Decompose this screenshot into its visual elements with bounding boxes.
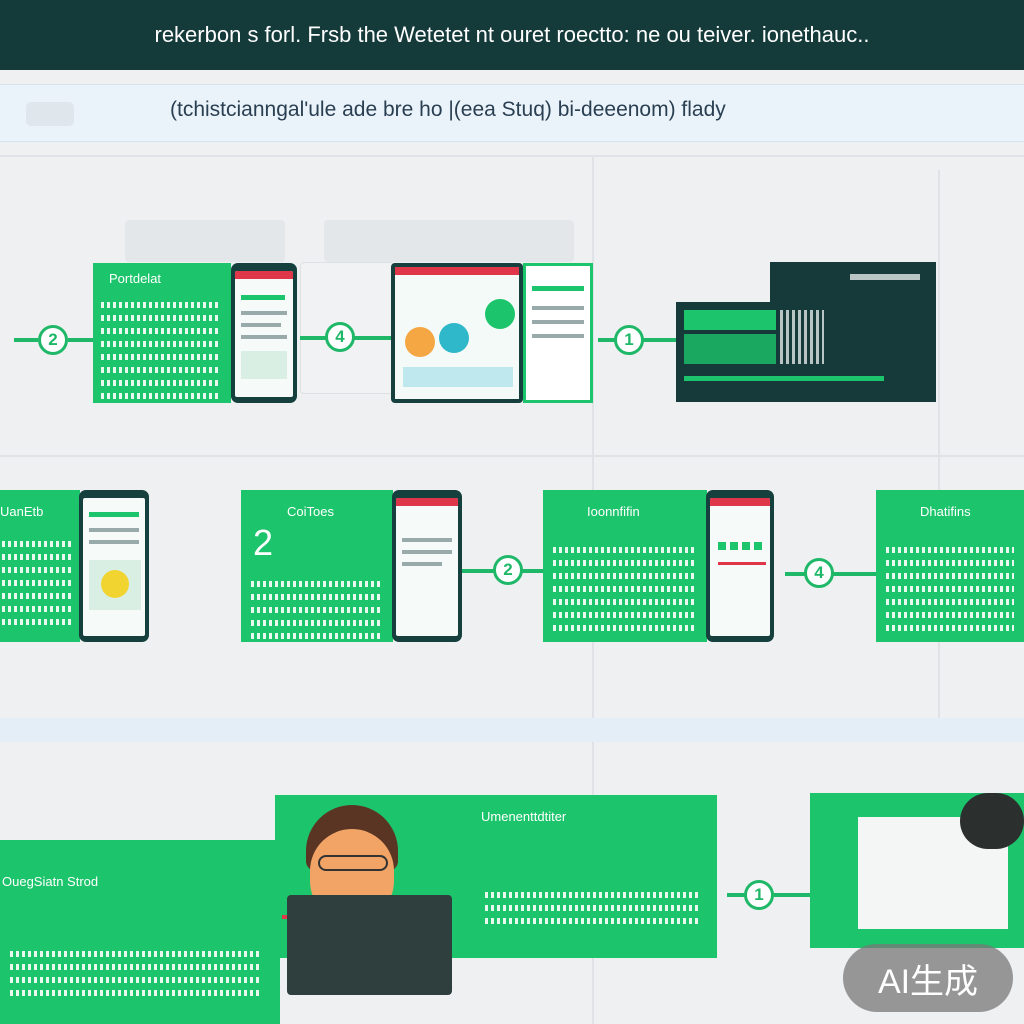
app-window [391, 263, 523, 403]
phone-mockup [79, 490, 149, 642]
card-title: Dhatifins [920, 504, 971, 519]
step-node: 2 [493, 555, 523, 585]
step-node: 4 [325, 322, 355, 352]
phone-mockup [231, 263, 297, 403]
background-panel [324, 220, 574, 262]
grid-line [0, 455, 1024, 457]
step-card [810, 793, 1024, 948]
grid-band [0, 718, 1024, 742]
phone-mockup [392, 490, 462, 642]
card-step-number: 2 [253, 522, 274, 563]
card-title: CoiToes [287, 504, 334, 519]
ai-generated-badge: AI生成 [843, 944, 1013, 1012]
step-card: CoiToes 2 [241, 490, 393, 642]
step-card: Dhatifins [876, 490, 1024, 642]
step-card: Portdelat [93, 263, 231, 403]
card-title: OuegSiatn Strod [2, 874, 99, 889]
card-title: Portdelat [109, 271, 162, 286]
step-node: 1 [614, 325, 644, 355]
grid-line [0, 155, 1024, 157]
phone-mockup [706, 490, 774, 642]
grid-line [938, 170, 940, 730]
connector-line [68, 338, 94, 342]
subheader-button[interactable] [26, 102, 74, 126]
laptop [287, 895, 452, 995]
page-header: rekerbon s forl. Frsb the Wetetet nt our… [0, 0, 1024, 70]
dashboard-panel [676, 302, 936, 402]
step-card: OuegSiatn Strod [0, 840, 280, 1024]
step-card: Ioonnfifin [543, 490, 707, 642]
page-title: rekerbon s forl. Frsb the Wetetet nt our… [154, 22, 870, 47]
app-window-side [523, 263, 593, 403]
card-title: Ioonnfifin [587, 504, 640, 519]
step-node: 4 [804, 558, 834, 588]
card-title: Umenenttdtiter [481, 809, 567, 824]
background-panel [125, 220, 285, 262]
step-card: UanEtb [0, 490, 80, 642]
card-title: UanEtb [0, 504, 44, 519]
dashboard-header [770, 262, 936, 302]
step-node: 2 [38, 325, 68, 355]
connector-line [14, 338, 38, 342]
subheader-bar [0, 84, 1024, 142]
subheader-text: (tchistcianngal'ule ade bre ho |(eea Stu… [170, 98, 726, 121]
step-node: 1 [744, 880, 774, 910]
